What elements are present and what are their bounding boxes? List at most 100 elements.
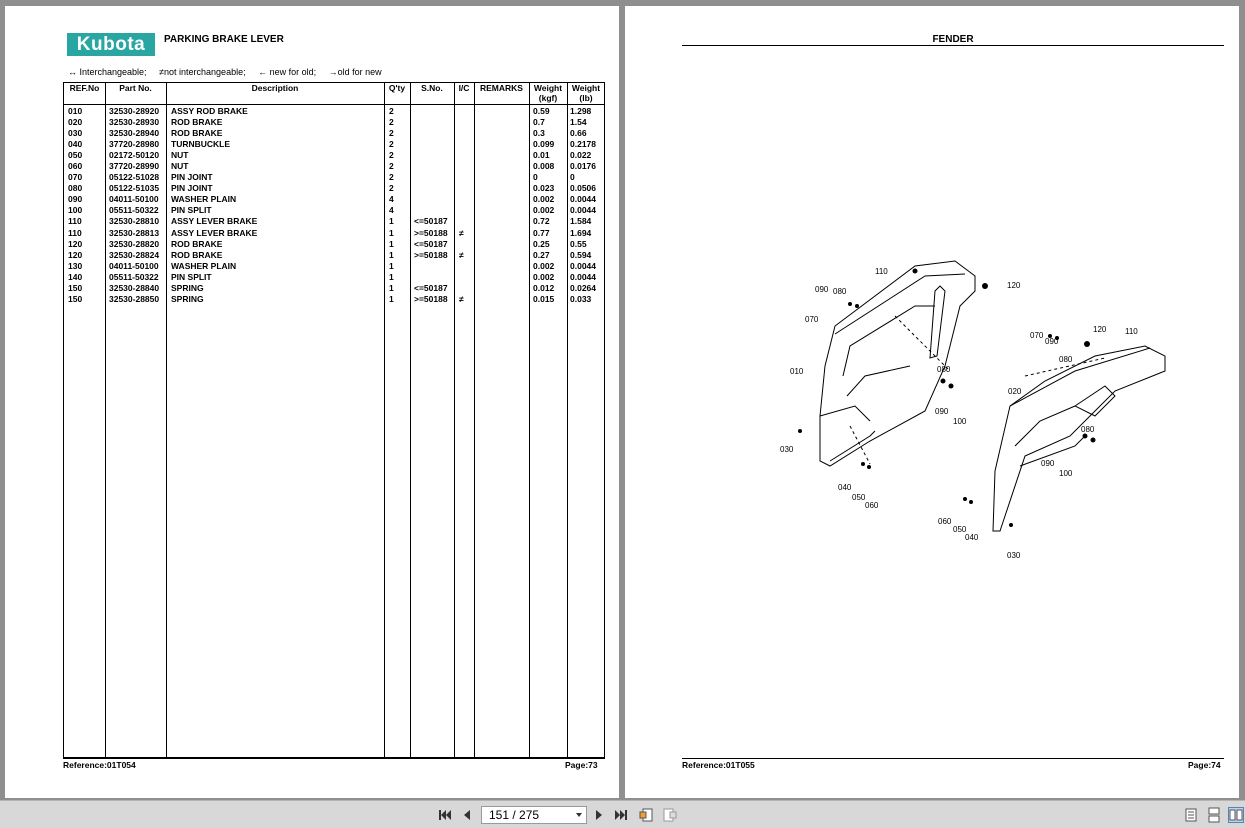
header-weight-kgf: Weight (kgf) <box>533 83 563 103</box>
cell-qty: 2 <box>389 183 394 194</box>
first-page-icon[interactable] <box>437 807 453 823</box>
cell-desc: ROD BRAKE <box>171 238 223 249</box>
column-divider <box>567 83 568 757</box>
cell-wlb: 0.2178 <box>570 139 596 150</box>
callout-label: 120 <box>1007 281 1021 290</box>
cell-ic: ≠ <box>459 293 464 304</box>
header-rule <box>64 104 604 105</box>
header-weight-lb: Weight (lb) <box>571 83 601 103</box>
page-title: PARKING BRAKE LEVER <box>164 34 284 45</box>
cell-ref: 100 <box>68 205 83 216</box>
cell-ref: 090 <box>68 194 83 205</box>
cell-ref: 110 <box>68 227 82 238</box>
cell-ref: 150 <box>68 282 83 293</box>
cell-desc: WASHER PLAIN <box>171 260 237 271</box>
cell-wlb: 0.0044 <box>570 194 596 205</box>
cell-wkgf: 0 <box>533 172 538 183</box>
cell-wlb: 0.022 <box>570 150 592 161</box>
cell-sno: >=50188 <box>414 249 448 260</box>
cell-qty: 2 <box>389 106 394 116</box>
cell-wlb: 0.0044 <box>570 260 596 271</box>
callout-label: 110 <box>875 267 888 276</box>
column-divider <box>166 83 167 757</box>
cell-part: 02172-50120 <box>109 150 160 161</box>
callout-label: 030 <box>1007 551 1021 560</box>
go-forward-icon[interactable] <box>662 807 678 823</box>
callout-label: 090 <box>1041 459 1055 468</box>
cell-wlb: 0.033 <box>570 293 592 304</box>
cell-wkgf: 0.77 <box>533 227 550 238</box>
callout-label: 100 <box>1059 469 1073 478</box>
interchangeability-legend: ↔ Interchangeable; ≠not interchangeable;… <box>68 67 392 77</box>
cell-wlb: 0.0176 <box>570 161 596 172</box>
go-back-icon[interactable] <box>638 807 654 823</box>
continuous-view-icon[interactable] <box>1206 807 1222 823</box>
cell-desc: ASSY LEVER BRAKE <box>171 227 258 238</box>
page-title: FENDER <box>932 34 974 45</box>
callout-label: 030 <box>780 445 794 454</box>
document-viewer[interactable]: Kubota PARKING BRAKE LEVER ↔ Interchange… <box>0 0 1245 800</box>
cell-wlb: 0.0044 <box>570 271 596 282</box>
page-73: Kubota PARKING BRAKE LEVER ↔ Interchange… <box>5 6 619 798</box>
legend-interchangeable: ↔ Interchangeable; <box>68 67 147 77</box>
cell-ref: 040 <box>68 139 83 150</box>
callout-label: 010 <box>790 367 804 376</box>
callout-label: 100 <box>953 417 967 426</box>
callout-label: 090 <box>1045 337 1059 346</box>
two-page-view-icon[interactable] <box>1228 807 1244 823</box>
page-number: Page:74 <box>1188 760 1221 770</box>
single-page-view-icon[interactable] <box>1183 807 1199 823</box>
header-ref: REF.No <box>69 83 100 93</box>
cell-ref: 080 <box>68 183 83 194</box>
page-number-selector[interactable]: 151 / 275 <box>481 806 587 824</box>
cell-part: 32530-28820 <box>109 238 160 249</box>
cell-desc: SPRING <box>171 293 204 304</box>
cell-qty: 4 <box>389 194 394 205</box>
cell-wkgf: 0.25 <box>533 238 550 249</box>
cell-desc: PIN SPLIT <box>171 205 212 216</box>
cell-ref: 030 <box>68 128 83 139</box>
cell-sno: <=50187 <box>414 238 448 249</box>
header-sno: S.No. <box>421 83 443 93</box>
cell-qty: 2 <box>389 150 394 161</box>
last-page-icon[interactable] <box>613 807 629 823</box>
cell-part: 05122-51028 <box>109 172 160 183</box>
next-page-icon[interactable] <box>591 807 607 823</box>
cell-qty: 1 <box>389 238 394 249</box>
cell-desc: PIN JOINT <box>171 183 213 194</box>
header-qty: Q'ty <box>388 83 406 93</box>
cell-wlb: 0.594 <box>570 249 592 260</box>
cell-ref: 050 <box>68 150 83 161</box>
parts-table: REF.No Part No. Description Q'ty S.No. I… <box>63 82 605 758</box>
cell-part: 32530-28940 <box>109 128 160 139</box>
cell-qty: 4 <box>389 205 394 216</box>
cell-wkgf: 0.012 <box>533 282 555 293</box>
cell-qty: 1 <box>389 271 394 282</box>
cell-part: 32530-28930 <box>109 117 160 128</box>
cell-ref: 110 <box>68 216 82 227</box>
cell-ref: 060 <box>68 161 83 172</box>
cell-part: 37720-28980 <box>109 139 160 150</box>
cell-sno: >=50188 <box>414 227 448 238</box>
previous-page-icon[interactable] <box>459 807 475 823</box>
chevron-down-icon <box>576 813 582 817</box>
cell-part: 32530-28813 <box>109 227 160 238</box>
kubota-logo: Kubota <box>67 33 155 56</box>
callout-label: 020 <box>1008 387 1022 396</box>
cell-desc: NUT <box>171 150 189 161</box>
viewer-toolbar: 151 / 275 <box>0 800 1245 828</box>
cell-sno: <=50187 <box>414 216 448 227</box>
cell-desc: PIN SPLIT <box>171 271 212 282</box>
reference-label: Reference:01T054 <box>63 760 136 770</box>
cell-ref: 070 <box>68 172 83 183</box>
cell-ref: 020 <box>68 117 83 128</box>
cell-sno: <=50187 <box>414 282 448 293</box>
